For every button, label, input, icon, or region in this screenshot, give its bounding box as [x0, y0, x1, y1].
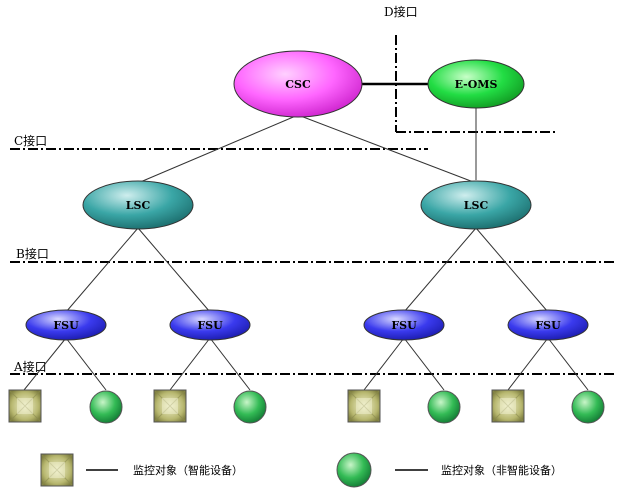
- link-lsc-right-fsu-3: [403, 227, 477, 313]
- d-interface-label: D接口: [384, 4, 418, 19]
- b-interface-label: B接口: [16, 246, 49, 261]
- eoms-node: E-OMS: [427, 59, 525, 109]
- eoms-label: E-OMS: [455, 78, 498, 91]
- fsu-1-label: FSU: [53, 319, 79, 332]
- legend-non-smart-label: 监控对象（非智能设备）: [441, 463, 562, 477]
- device-square-3: [347, 389, 381, 423]
- link-lsc-right-fsu-4: [475, 227, 549, 313]
- link-lsc-left-fsu-1: [65, 227, 139, 313]
- a-interface-label: A接口: [13, 359, 47, 374]
- link-fsu-4-square: [507, 337, 549, 391]
- legend-smart-label: 监控对象（智能设备）: [133, 463, 243, 477]
- link-fsu-2-circle: [209, 337, 251, 391]
- device-circle-1: [89, 390, 123, 424]
- fsu-3-label: FSU: [391, 319, 417, 332]
- legend-non-smart-device-icon: [336, 452, 372, 488]
- lsc-right-label: LSC: [464, 199, 489, 212]
- fsu-node-4: FSU: [507, 309, 589, 341]
- link-fsu-2-square: [169, 337, 211, 391]
- csc-label: CSC: [285, 78, 311, 91]
- fsu-node-3: FSU: [363, 309, 445, 341]
- lsc-left-node: LSC: [82, 180, 194, 230]
- connection-lines: [23, 106, 589, 391]
- device-square-2: [153, 389, 187, 423]
- fsu-node-2: FSU: [169, 309, 251, 341]
- link-fsu-3-circle: [403, 337, 445, 391]
- csc-node: CSC: [233, 50, 363, 118]
- lsc-right-node: LSC: [420, 180, 532, 230]
- device-circle-4: [571, 390, 605, 424]
- legend: 监控对象（智能设备） 监控对象（非智能设备）: [40, 452, 562, 488]
- link-lsc-left-fsu-2: [137, 227, 211, 313]
- fsu-node-1: FSU: [25, 309, 107, 341]
- device-circle-3: [427, 390, 461, 424]
- c-interface-label: C接口: [14, 133, 47, 148]
- legend-smart-device-icon: [40, 453, 74, 487]
- device-square-1: [8, 389, 42, 423]
- link-fsu-3-square: [363, 337, 405, 391]
- link-csc-lsc-left: [137, 114, 299, 184]
- link-fsu-1-square: [23, 337, 67, 391]
- fsu-4-label: FSU: [535, 319, 561, 332]
- fsu-2-label: FSU: [197, 319, 223, 332]
- link-fsu-4-circle: [547, 337, 589, 391]
- device-square-4: [491, 389, 525, 423]
- lsc-left-label: LSC: [126, 199, 151, 212]
- link-fsu-1-circle: [65, 337, 107, 391]
- link-csc-lsc-right: [297, 114, 477, 184]
- device-circle-2: [233, 390, 267, 424]
